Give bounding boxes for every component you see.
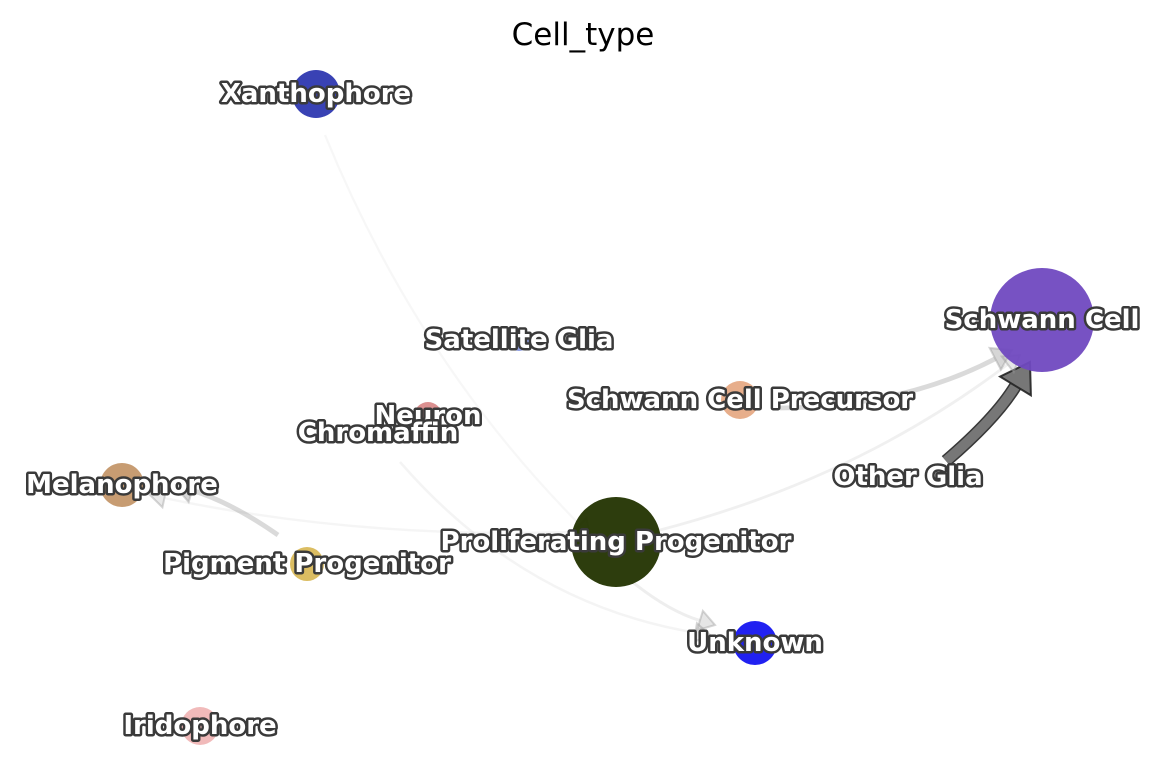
node-proliferating — [571, 497, 661, 587]
node-schwann — [990, 268, 1094, 372]
node-pigment — [290, 547, 324, 581]
edge-chromaffin-to-unknown — [399, 461, 712, 644]
node-xanthophore — [292, 70, 340, 118]
node-label-scp: Schwann Cell Precursor — [567, 385, 913, 415]
node-unknown — [733, 621, 777, 665]
node-label-unknown: Unknown — [687, 628, 823, 658]
node-iridophore — [181, 707, 219, 745]
node-label-chromaffin: Chromaffin — [298, 418, 458, 448]
edge-arrowhead — [172, 477, 198, 505]
edge-arrowhead — [148, 487, 168, 510]
node-chromaffin — [371, 426, 385, 440]
edge-arrowhead — [998, 360, 1032, 398]
node-neuron — [414, 402, 442, 430]
node-label-otherglia: Other Glia — [833, 462, 982, 492]
edge-pigment-to-melanophore — [172, 477, 280, 537]
edge-path — [779, 356, 997, 411]
edge-path — [659, 363, 1009, 532]
nodes-layer — [100, 70, 1094, 745]
node-label-proliferating: Proliferating Progenitor — [441, 527, 792, 557]
edge-path — [191, 488, 280, 537]
edge-path — [942, 383, 1020, 465]
node-scp — [721, 381, 759, 419]
node-label-pigment: Pigment Progenitor — [163, 549, 451, 579]
edge-proliferating-to-melanophore — [148, 487, 571, 535]
edge-path — [629, 578, 701, 622]
node-label-schwann: Schwann Cell — [945, 305, 1140, 335]
node-label-melanophore: Melanophore — [26, 470, 218, 500]
node-label-iridophore: Iridophore — [123, 711, 276, 741]
edge-arrowhead — [695, 608, 717, 632]
edge-path — [323, 134, 581, 526]
node-satellite — [508, 329, 530, 351]
edge-otherglia-to-schwann — [941, 360, 1032, 466]
node-label-satellite: Satellite Glia — [425, 325, 614, 355]
node-label-xanthophore: Xanthophore — [221, 79, 411, 109]
edge-arrowhead — [692, 621, 712, 644]
edge-path — [164, 496, 571, 535]
node-melanophore — [100, 463, 144, 507]
edge-path — [399, 461, 696, 634]
node-label-neuron: Neuron — [374, 401, 481, 431]
edge-proliferating-to-unknown — [629, 578, 717, 632]
diagram-title: Cell_type — [512, 17, 655, 53]
